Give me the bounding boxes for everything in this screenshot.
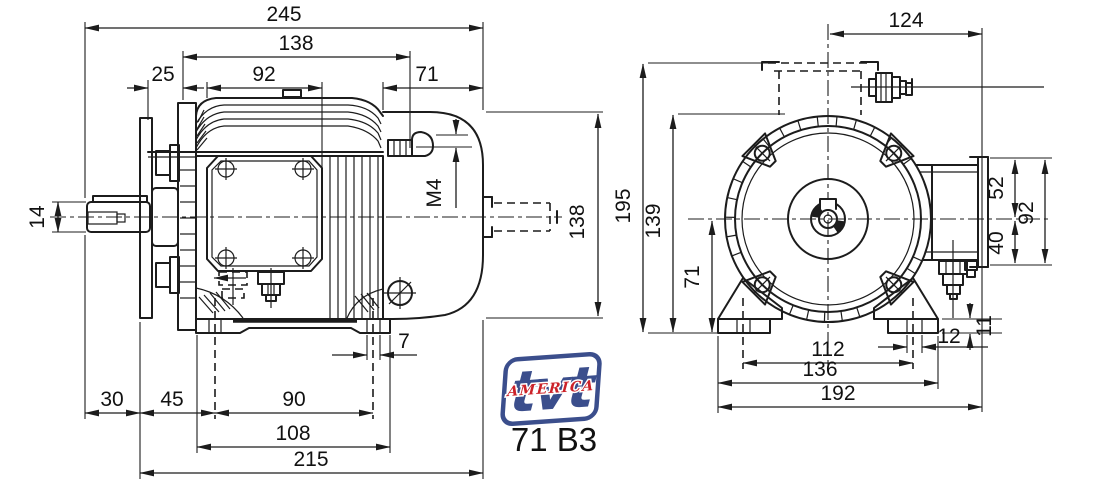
lifting-lug: [387, 131, 434, 157]
terminal-box-top-hidden: [761, 61, 1044, 115]
bottom-gland: [213, 268, 285, 308]
dim-foot-hole-spacing: 90: [282, 388, 305, 411]
side-feet: [195, 287, 391, 334]
dim-side-flange-width: 25: [151, 63, 174, 86]
dim-box-top-to-center: 52: [985, 176, 1008, 199]
side-dimensions: 245 138 25 92 71 14 M4 138: [26, 3, 603, 479]
dim-box-face-height: 92: [1015, 201, 1038, 224]
dim-flange-to-foot-hole: 45: [160, 388, 183, 411]
logo-brand-text: tvt: [508, 355, 598, 426]
side-view: 245 138 25 92 71 14 M4 138: [26, 3, 603, 479]
rib-ticks-icon: [725, 116, 923, 322]
mounting-lugs: [741, 132, 915, 306]
front-view: 124 195 139 71 52 40 92 11: [612, 9, 1052, 413]
frame-designation: 71 B3: [511, 421, 597, 458]
shaft-end: [810, 198, 846, 237]
dim-front-foot-slot: 12: [937, 325, 960, 348]
shaft: [86, 195, 151, 233]
dim-foot-length: 108: [275, 422, 310, 445]
brand-logo: tvt AMERICA: [500, 351, 602, 427]
dim-side-total-length: 245: [266, 3, 301, 26]
dim-center-to-box: 124: [888, 9, 923, 32]
dim-foot-outer-width: 136: [802, 358, 837, 381]
dim-height-over-frame: 139: [642, 203, 665, 238]
terminal-cover: [206, 155, 323, 272]
front-dimensions: 124 195 139 71 52 40 92 11: [612, 9, 1052, 413]
dim-side-foot-slot: 7: [398, 330, 410, 353]
dim-side-fan-cover-length: 71: [415, 63, 438, 86]
dim-foot-pad-height: 11: [973, 315, 996, 337]
motor-body: [147, 151, 384, 320]
dim-frame-total-length: 215: [293, 448, 328, 471]
dim-shaft-diameter: 14: [26, 205, 49, 229]
foot-web-hatch-icon: [195, 287, 384, 319]
dim-side-frame-length: 92: [252, 63, 275, 86]
dim-side-overall-height: 138: [566, 204, 589, 239]
dim-shaft-extension: 30: [100, 388, 123, 411]
dim-overall-width: 192: [820, 382, 855, 405]
dim-center-to-box-bottom: 40: [985, 231, 1008, 254]
dim-front-foot-hole-spacing: 112: [811, 338, 844, 361]
front-feet: [717, 277, 939, 334]
cover-screw-icon: [384, 277, 416, 309]
top-cover: [195, 89, 384, 153]
dim-front-overall-height: 195: [612, 188, 635, 223]
cover-screw-icon: [215, 158, 314, 269]
dim-shaft-center-height: 71: [681, 265, 704, 288]
dim-side-housing-cover: 138: [278, 32, 313, 55]
rear-shaft-hidden: [483, 196, 558, 238]
cable-gland-bottom: [938, 240, 978, 318]
fan-cover: [382, 111, 484, 320]
hood-hatch-icon: [196, 109, 208, 151]
dim-lifting-thread: M4: [423, 178, 446, 207]
